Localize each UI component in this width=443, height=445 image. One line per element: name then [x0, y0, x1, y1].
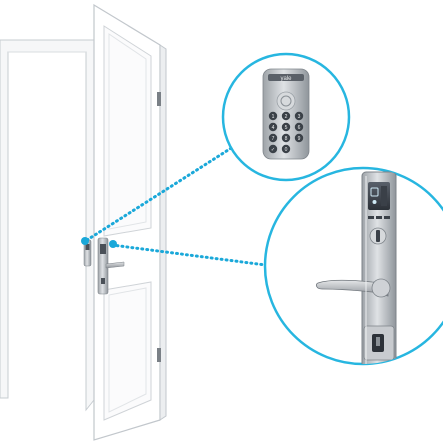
keypad-key-label: 1 [272, 114, 275, 120]
keypad-key-label: ✓ [271, 147, 275, 153]
keypad-key-label: 0 [285, 147, 288, 153]
keypad-key-label: 5 [285, 125, 288, 131]
keypad-key-4 [268, 122, 278, 132]
keypad-key-6 [294, 122, 304, 132]
keypad-key-9 [294, 133, 304, 143]
hinge-bottom [157, 348, 161, 362]
door-panel [93, 3, 167, 441]
keypad-callout: yale 1 2 3 4 5 6 7 8 9 ✓ 0 [221, 52, 351, 182]
handle-callout-dot [109, 240, 117, 248]
keypad-key-0 [281, 144, 291, 154]
keypad-key-2 [281, 111, 291, 121]
door-frame [0, 39, 95, 412]
lever-handle [315, 279, 389, 297]
keypad-closeup: yale 1 2 3 4 5 6 7 8 9 ✓ 0 [262, 68, 310, 160]
keypad-key-label: 2 [285, 114, 288, 120]
keypad-key-3 [294, 111, 304, 121]
keypad-key-7 [268, 133, 278, 143]
keypad-key-1 [268, 111, 278, 121]
keypad-key-label: 4 [272, 125, 275, 131]
keypad-callout-line [85, 143, 238, 242]
keypad-callout-dot [81, 237, 89, 245]
hinge-top [157, 92, 161, 106]
keypad-brand-mark: yale [280, 76, 292, 82]
keypad-keys: 1 2 3 4 5 6 7 8 9 ✓ 0 [268, 111, 304, 154]
keypad-key-5 [281, 122, 291, 132]
keypad-key-label: 9 [298, 136, 301, 142]
keypad-key-label: 6 [298, 125, 301, 131]
handle-callout-line [110, 243, 275, 268]
keypad-key-label: 7 [272, 136, 275, 142]
callout-lines [81, 143, 275, 268]
keypad-key-label: 8 [285, 136, 288, 142]
door-lock-hardware [97, 237, 125, 295]
keypad-key-8 [281, 133, 291, 143]
keypad-key-label: 3 [298, 114, 301, 120]
handle-callout [263, 166, 443, 366]
keypad-key-check [268, 144, 278, 154]
lock-closeup [315, 171, 397, 364]
